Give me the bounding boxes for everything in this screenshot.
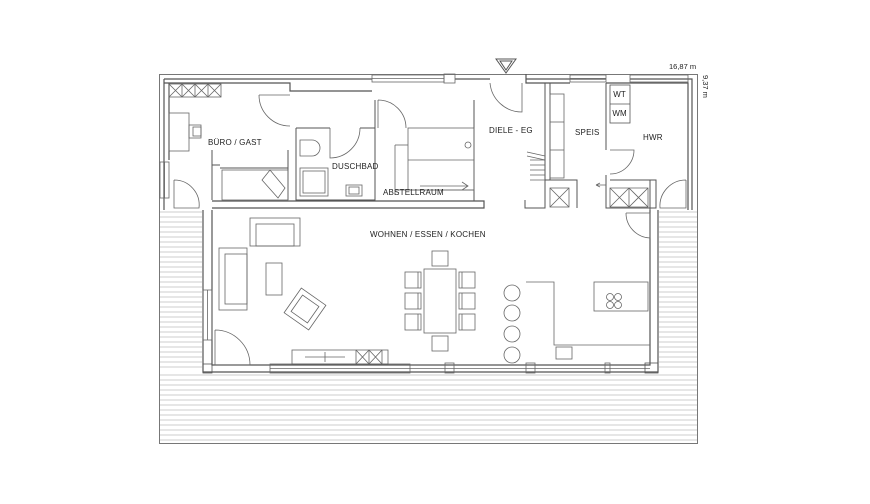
appliance-label-washer: WM bbox=[612, 109, 627, 118]
room-label-office: BÜRO / GAST bbox=[208, 138, 262, 147]
dimension-width: 16,87 m bbox=[669, 62, 697, 71]
dimension-depth: 9,37 m bbox=[701, 75, 710, 98]
kitchen bbox=[503, 281, 650, 364]
room-label-pantry: SPEIS bbox=[575, 128, 600, 137]
pantry-fixtures bbox=[530, 93, 649, 208]
entrance-marker bbox=[495, 58, 517, 74]
room-label-utility: HWR bbox=[643, 133, 663, 142]
dining-set bbox=[404, 250, 476, 352]
bath-fixtures bbox=[299, 139, 363, 197]
room-label-storage: ABSTELLRAUM bbox=[383, 188, 444, 197]
room-label-hall: DIELE - EG bbox=[489, 126, 533, 135]
office-furniture bbox=[168, 83, 289, 201]
appliance-label-dryer: WT bbox=[613, 90, 626, 99]
terrace-decking bbox=[160, 211, 697, 441]
door-swings bbox=[173, 82, 687, 366]
room-label-living: WOHNEN / ESSEN / KOCHEN bbox=[370, 230, 486, 239]
utility-appliances bbox=[609, 84, 631, 124]
living-furniture bbox=[218, 217, 389, 365]
site-outline bbox=[159, 74, 698, 444]
exterior-walls bbox=[163, 74, 693, 373]
staircase bbox=[394, 127, 475, 195]
posts bbox=[202, 362, 659, 374]
room-label-shower: DUSCHBAD bbox=[332, 162, 379, 171]
